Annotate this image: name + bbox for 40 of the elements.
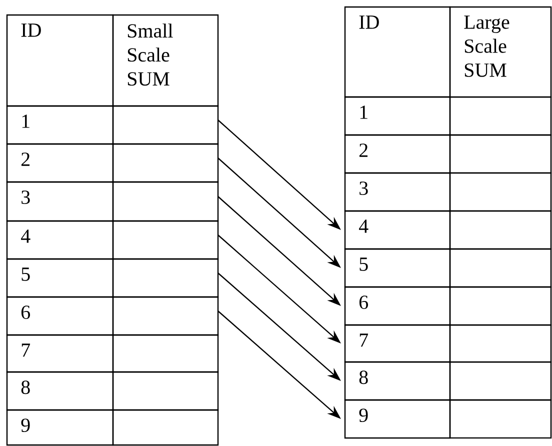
table-cell [112,105,219,145]
table-cell: 6 [6,296,114,336]
table-cell: 4 [6,220,114,260]
table-cell: 5 [6,258,114,298]
table-cell: 5 [344,248,451,288]
table-cell: 6 [344,286,451,326]
table-header-cell: Large Scale SUM [449,6,552,98]
table-cell [449,248,552,288]
table-cell [449,134,552,174]
table-cell [112,143,219,183]
table-cell [112,296,219,336]
table-cell [449,361,552,401]
table-cell: 9 [6,409,114,446]
table-header-cell: ID [6,14,114,107]
table-cell: 9 [344,399,451,439]
table-cell [449,324,552,363]
table-cell: 8 [344,361,451,401]
table-cell [449,399,552,439]
table-cell: 1 [6,105,114,145]
table-cell: 7 [6,334,114,373]
table-header-cell: Small Scale SUM [112,14,219,107]
table-header-cell: ID [344,6,451,98]
table-cell: 3 [6,181,114,222]
table-cell [449,96,552,136]
table-cell [112,181,219,222]
table-cell [112,220,219,260]
table-cell [449,210,552,250]
table-cell [112,371,219,411]
table-cell: 8 [6,371,114,411]
table-cell: 2 [344,134,451,174]
table-cell [112,334,219,373]
table-cell: 2 [6,143,114,183]
table-cell [449,172,552,212]
table-cell [112,258,219,298]
table-cell: 7 [344,324,451,363]
table-cell: 1 [344,96,451,136]
table-cell [112,409,219,446]
table-cell [449,286,552,326]
table-cell: 3 [344,172,451,212]
table-cell: 4 [344,210,451,250]
